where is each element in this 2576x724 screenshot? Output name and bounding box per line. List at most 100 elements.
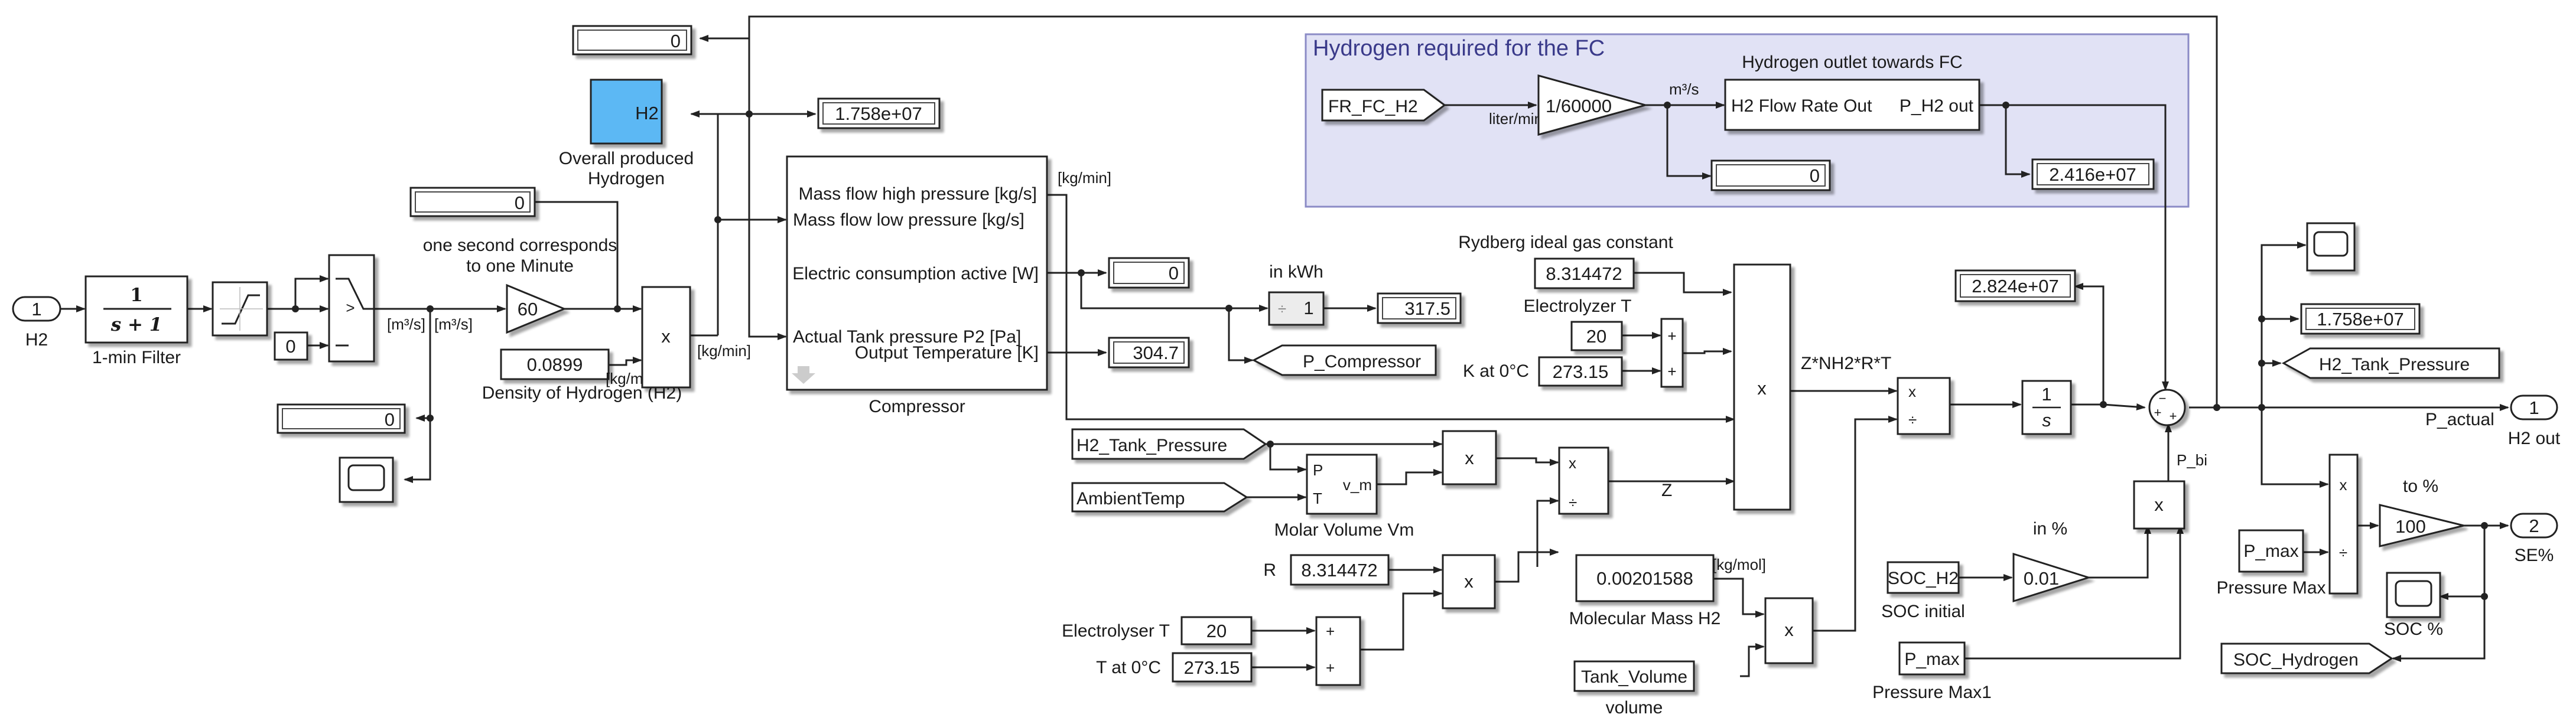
molecular-mass-unit: [kg/mol] [1712,556,1766,573]
t-at-0c-constant[interactable]: 273.15 [1172,652,1253,683]
constant-zero[interactable]: 0 [274,331,308,361]
display-temp[interactable]: 304.7 [1108,337,1190,368]
density-constant[interactable]: 0.0899 [500,348,610,380]
unit-m3s-c: m³/s [1669,80,1699,98]
h2-goto-label-line1: Overall produced [559,149,694,168]
compressor-port-in-high: Mass flow high pressure [kg/s] [799,184,1037,204]
divide-soc[interactable]: x ÷ [2328,454,2359,595]
pmax-tag: P_max [2243,542,2298,561]
electrolyzer-t-value: 20 [1586,326,1606,347]
molar-volume-subsystem[interactable]: P T v_m [1306,454,1378,515]
gain-100[interactable]: 100 [2379,504,2464,547]
display-kwh-value: 317.5 [1404,298,1450,319]
product-mm[interactable]: x [1764,597,1814,664]
rydberg-label: Rydberg ideal gas constant [1458,233,1673,252]
electrolyser-t2-label: Electrolyser T [1062,621,1170,641]
display-kwh[interactable]: 317.5 [1377,292,1462,324]
rydberg-value: 8.314472 [1546,263,1622,284]
ambient-temp-from[interactable]: AmbientTemp [1071,482,1248,513]
sum-temperature[interactable]: + + [1660,318,1684,388]
pmax1-from[interactable]: P_max [1898,641,1966,676]
ambient-temp-tag: AmbientTemp [1076,489,1185,508]
pmax-from[interactable]: P_max [2238,529,2304,573]
h2-goto-label-line2: Hydrogen [588,169,665,188]
rydberg-constant[interactable]: 8.314472 [1534,257,1635,289]
gain-100-value: 100 [2395,516,2426,537]
gain-60[interactable]: 60 [506,283,567,334]
unit-liter-min: liter/min [1489,110,1543,128]
display-1758-top[interactable]: 1.758e+07 [817,97,941,129]
k-at-0c-constant[interactable]: 273.15 [1538,356,1623,387]
scope-left[interactable] [339,456,394,503]
unit-m3s-b: [m³/s] [434,315,473,333]
product-vm[interactable]: x [1442,430,1497,485]
h2-tank-pressure-from[interactable]: H2_Tank_Pressure [1071,428,1267,460]
display-1758-right[interactable]: 1.758e+07 [2300,303,2421,335]
sum2-plus-2: + [1326,659,1335,677]
display-1758-top-value: 1.758e+07 [835,103,922,124]
electrolyzer-t-constant[interactable]: 20 [1570,321,1623,351]
kwh-fraction-icon: ÷ [1278,300,1286,318]
sum-minus-icon: − [2159,391,2167,406]
compressor-down-arrow-icon [792,366,815,384]
integrator-num: 1 [2041,384,2051,405]
sum-temperature-2[interactable]: + + [1315,616,1361,686]
product-r[interactable]: x [1442,554,1496,609]
h2-goto-tag: H2 [635,103,659,123]
soc-hydrogen-goto[interactable]: SOC_Hydrogen [2220,643,2393,674]
junction-dots [292,102,2488,600]
outport-se[interactable]: 2 [2510,513,2558,539]
product-pbi[interactable]: x [2133,480,2185,530]
molecular-mass-value: 0.00201588 [1596,568,1693,589]
outport-se-number: 2 [2529,516,2539,536]
gain-001[interactable]: 0.01 [2012,552,2092,603]
gain-1-60000[interactable]: 1/60000 [1537,74,1649,136]
saturation-block[interactable] [212,281,268,337]
soc-h2-from[interactable]: SOC_H2 [1887,561,1960,594]
compressor-port-out-elec: Electric consumption active [W] [792,264,1039,283]
compressor-subsystem[interactable] [786,155,1048,391]
kwh-value: 1 [1303,298,1313,318]
electrolyser-t2-constant[interactable]: 20 [1180,616,1253,645]
k-at-0c-label: K at 0°C [1463,361,1529,381]
sum-circle-main[interactable]: − + + [2148,389,2186,426]
gain-60000-value: 1/60000 [1546,96,1612,116]
h2-tank-pressure-goto[interactable]: H2_Tank_Pressure [2281,347,2500,379]
divide-main[interactable]: x ÷ [1897,377,1951,435]
unit-kgmin-2: [kg/min] [1058,169,1111,187]
saturation-curve-icon [222,294,260,325]
display-sub-zero[interactable]: 0 [1710,159,1831,191]
scope-right-top-screen-icon [2313,231,2349,257]
r-value: 8.314472 [1301,560,1377,580]
kwh-conversion-block[interactable]: 1 ÷ [1268,291,1325,326]
molar-volume-out: v_m [1343,476,1372,494]
outport-h2-out[interactable]: 1 [2510,394,2558,420]
fr-fc-h2-from[interactable]: FR_FC_H2 [1321,89,1446,122]
switch-block[interactable]: > [328,254,375,363]
electrolyser-t2-value: 20 [1206,621,1227,641]
r-constant[interactable]: 8.314472 [1290,554,1390,586]
pmax1-tag: P_max [1904,650,1959,669]
display-low-zero[interactable]: 0 [277,403,406,434]
hydrogen-outlet-subsystem[interactable] [1724,79,1980,131]
display-top-zero[interactable]: 0 [572,25,692,56]
sum2-plus-1: + [1326,622,1335,640]
big-product-block[interactable]: x [1733,263,1791,511]
product-mass-flow[interactable]: x [641,286,691,389]
tank-volume-from[interactable]: Tank_Volume [1573,660,1695,692]
filter-numerator: 1 [130,285,143,306]
display-mid-zero[interactable]: 0 [409,187,536,217]
display-2416[interactable]: 2.416e+07 [2031,158,2155,190]
scope-right-top[interactable] [2306,222,2356,272]
display-elec[interactable]: 0 [1108,257,1190,289]
inport-h2[interactable]: 1 H2 [12,296,61,350]
soc-h2-tag: SOC_H2 [1888,569,1959,588]
molecular-mass-constant[interactable]: 0.00201588 [1575,554,1715,602]
display-2824[interactable]: 2.824e+07 [1954,269,2076,302]
h2-tank-goto-tag: H2_Tank_Pressure [2319,355,2470,374]
scope-soc[interactable] [2386,572,2441,618]
integrator-block[interactable]: 1 s [2021,380,2072,435]
h2-goto-block[interactable]: H2 [590,79,663,145]
p-compressor-goto[interactable]: P_Compressor [1251,344,1437,376]
divide-z[interactable]: x ÷ [1558,446,1609,515]
